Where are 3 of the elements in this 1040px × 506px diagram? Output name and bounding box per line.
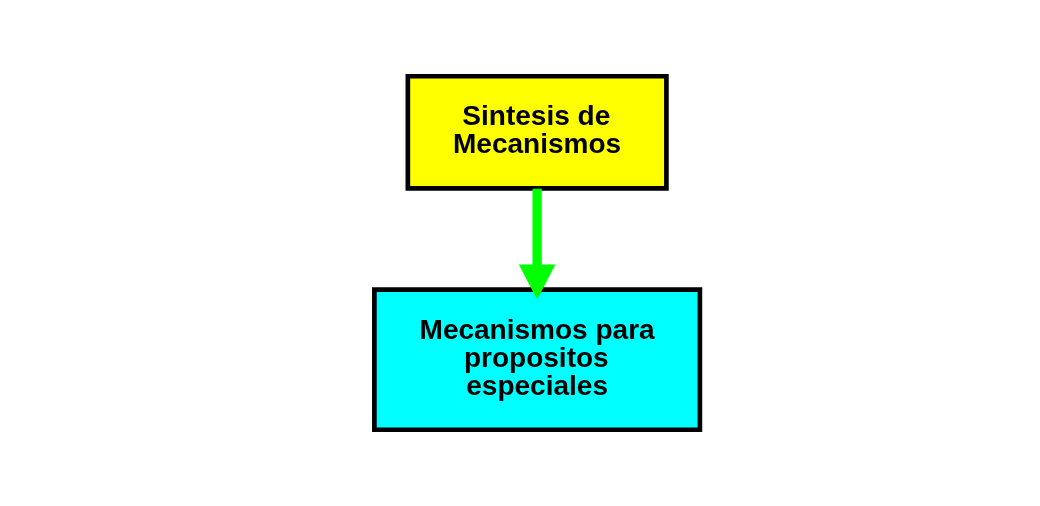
node-box: Sintesis de Mecanismos — [405, 73, 669, 191]
node-box: Mecanismos para propositos especiales — [372, 287, 703, 433]
arrow — [518, 188, 556, 300]
